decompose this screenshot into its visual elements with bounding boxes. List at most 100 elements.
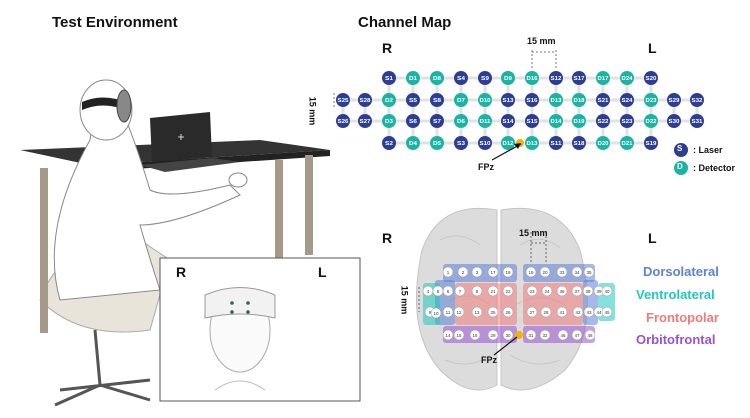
inset-right-label: R [176,264,187,280]
brain-channel [541,285,553,297]
brain-channel-number: 18 [505,270,511,275]
laser-source [644,136,658,150]
channel-label: D11 [480,119,491,125]
channel-label: D4 [409,141,418,147]
brain-channel-number: 11 [446,310,451,315]
brain-channel-number: 10 [433,311,439,316]
laser-source [478,136,492,150]
laser-source [644,71,658,85]
horizontal-spacing-label: 15 mm [527,36,556,46]
legend-frontopolar: Frontopolar [646,310,719,325]
channel-label: D2 [385,98,393,104]
brain-channel-number: 8 [476,289,479,294]
detector [454,93,468,107]
laser-source [549,71,563,85]
brain-channel-number: 7 [459,289,462,294]
channel-label: S12 [551,76,562,82]
channel-label: S31 [692,119,703,125]
channel-label: S19 [646,141,657,147]
laser-source [620,93,634,107]
laser-source [454,136,468,150]
brain-channel-number: 24 [544,289,550,294]
fixation-cross [178,134,184,140]
brain-channel [526,306,538,318]
channel-label: D10 [480,98,491,104]
brain-fpz-label: FPz [481,355,498,365]
brain-channel [442,329,454,341]
detector [430,136,444,150]
laser-source [596,114,610,128]
channel-label: D21 [622,141,633,147]
laser-source [549,136,563,150]
region-frontopolar [523,283,583,325]
brain-channel [471,306,483,318]
brain-channel-number: 14 [445,333,451,338]
brain-channel-number: 3 [476,270,479,275]
brain-left-label: L [648,230,657,246]
detector [644,114,658,128]
brain-channel-number: 28 [543,310,549,315]
brain-channel-number: 38 [585,289,591,294]
region-frontopolar [455,283,517,325]
brain-channel-number: 35 [586,270,592,275]
brain-channel-number: 13 [474,310,480,315]
brain-channel [557,329,569,341]
channel-label: S14 [503,119,515,125]
brain-vertical-spacing: 15 mm [399,285,410,315]
brain-channel [556,266,568,278]
fpz-label: FPz [478,162,495,172]
brain-channel [487,329,499,341]
channel-label: S16 [527,98,538,104]
detector [478,93,492,107]
laser-source [501,114,515,128]
brain-channel-number: 6 [447,289,450,294]
brain-channel-number: 37 [574,289,580,294]
laser-source [572,136,586,150]
detector-glyph: D [677,162,683,171]
channel-label: D5 [433,141,441,147]
laser-source [525,114,539,128]
brain-channel [572,306,584,318]
laser-source [667,114,681,128]
detector-legend-label: : Detector [693,163,736,173]
detector [382,114,396,128]
channel-label: D8 [433,76,441,82]
detector [382,93,396,107]
channel-label: D13 [527,141,538,147]
channel-label: D6 [457,119,465,125]
brain-channel [584,329,596,341]
brain-channel-number: 27 [529,310,535,315]
laser-source [336,93,350,107]
brain-channel [453,306,465,318]
brain-channel [539,266,551,278]
brain-channel [487,306,499,318]
vertical-spacing-label: 15 mm [307,96,318,126]
detector [596,71,610,85]
laser-source [430,114,444,128]
brain-channel [540,306,552,318]
brain-channel [571,329,583,341]
brain-channel-number: 5 [437,289,440,294]
brain-channel-number: 30 [505,333,511,338]
channel-label: D19 [574,119,585,125]
test-environment-title: Test Environment [52,14,178,31]
channel-label: D18 [574,98,585,104]
detector [620,71,634,85]
channel-label: S27 [360,119,371,125]
laser-source [501,93,515,107]
brain-channel-number: 25 [490,310,496,315]
channel-label: D13 [551,98,562,104]
brain-channel [525,266,537,278]
brain-channel-number: 46 [560,333,566,338]
brain-channel-number: 43 [586,310,592,315]
detector-legend-marker [674,161,688,175]
desk-leg [40,168,48,333]
laser-source [358,93,372,107]
brain-channel [502,266,514,278]
channel-label: S11 [551,141,562,147]
channel-label: S26 [338,119,349,125]
brain-channel [525,329,537,341]
channel-label: D17 [598,76,609,82]
brain-channel-number: 9 [429,310,432,315]
channel-label: D3 [385,119,393,125]
